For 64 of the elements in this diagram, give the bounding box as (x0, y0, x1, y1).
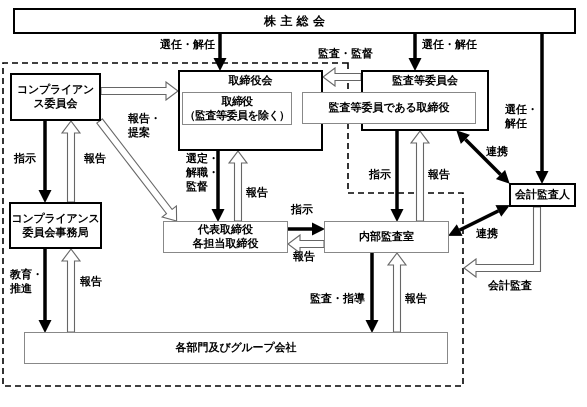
arrow (212, 151, 224, 222)
edge-label: 指示 (14, 152, 36, 166)
audit-office-box (324, 221, 449, 253)
box-label: 内部監査室 (359, 230, 414, 244)
member-box (302, 92, 476, 124)
arrow (448, 205, 510, 236)
member-box (182, 92, 292, 125)
hollow-arrow (410, 130, 430, 222)
arrow (456, 130, 510, 184)
edge-label: 会計監査 (488, 279, 532, 293)
assembly-box (13, 8, 576, 34)
hollow-arrow (228, 150, 248, 222)
hollow-arrow (322, 66, 362, 88)
department-box (24, 332, 448, 364)
box-label: 各担当取締役 (192, 237, 258, 251)
edge-label: 報告 (405, 292, 427, 306)
edge-label: 連携 (476, 227, 498, 241)
hollow-arrow (287, 234, 325, 254)
edge-label: 監査・指導 (310, 292, 365, 306)
box-label: 代表取締役 (198, 223, 253, 237)
box-label: コンプライアンス委員会 (16, 83, 95, 111)
edge-label: 報告 (293, 250, 315, 264)
edge-label: 選定・解職・監督 (186, 152, 220, 194)
box-label: （監査等委員を除く） (184, 108, 290, 122)
edge-label: 監査・監督 (318, 47, 373, 61)
box-label: コンプライアンス委員会事務局 (11, 212, 100, 240)
edge-label: 連携 (486, 145, 508, 159)
hollow-arrow (386, 252, 408, 333)
edge-label: 選任・解任 (422, 38, 477, 52)
hollow-arrow (60, 120, 82, 203)
box-label: 会計監査人 (515, 188, 570, 202)
edge-label: 報告 (80, 275, 102, 289)
arrow (366, 253, 378, 333)
office-box (9, 202, 102, 249)
box-label: 監査等委員会 (392, 74, 458, 88)
committee-box (10, 73, 101, 121)
box-label: 監査等委員である取締役 (328, 101, 450, 115)
edge-label: 指示 (369, 168, 391, 182)
edge-label: 指示 (291, 203, 313, 217)
box-label: 取締役 (221, 94, 253, 108)
board-box (178, 70, 323, 151)
box-label: 取締役会 (228, 74, 272, 88)
edge-label: 報告・提案 (128, 112, 162, 140)
hollow-arrow (60, 248, 82, 333)
edge-label: 教育・推進 (10, 268, 44, 296)
arrow (408, 34, 422, 71)
edge-label: 報告 (428, 168, 450, 182)
box-label: 各部門及びグループ会社 (176, 341, 296, 355)
edge-label: 報告 (246, 186, 268, 200)
hollow-arrow (463, 206, 542, 278)
edge-label: 選任・解任 (505, 103, 539, 130)
auditor-box (509, 183, 576, 207)
executive-box (163, 221, 288, 253)
arrow (214, 34, 226, 71)
arrow (390, 131, 404, 222)
arrow (38, 121, 52, 203)
edge-label: 報告 (84, 152, 106, 166)
hollow-arrow (100, 80, 179, 102)
arrow (536, 34, 548, 184)
arrow (288, 222, 325, 236)
hollow-arrow (96, 118, 178, 222)
edge-label: 選任・解任 (160, 38, 215, 52)
box-label: 株 主 総 会 (264, 14, 325, 28)
arrow (38, 249, 52, 333)
